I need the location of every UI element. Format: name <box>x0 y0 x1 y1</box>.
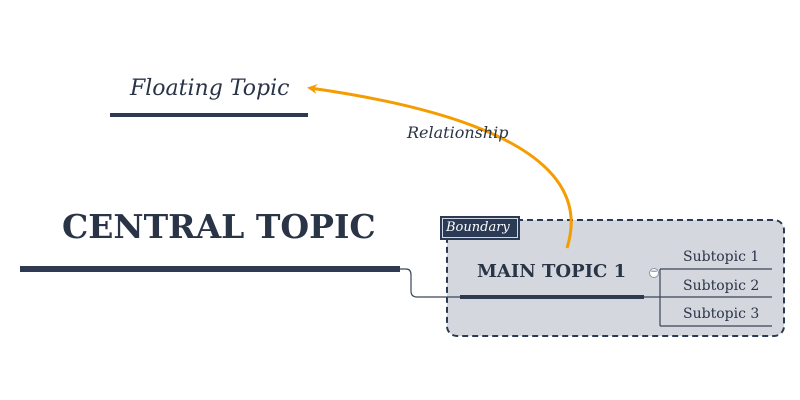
central-topic-underline <box>20 266 400 272</box>
boundary-label: Boundary <box>442 218 518 238</box>
floating-topic-underline <box>110 113 308 117</box>
subtopic-2-label[interactable]: Subtopic 2 <box>683 278 760 294</box>
central-to-main-connector <box>400 268 460 298</box>
main-topic-label[interactable]: MAIN TOPIC 1 <box>477 261 627 282</box>
main-topic-underline <box>460 295 644 299</box>
collapse-toggle-icon[interactable]: − <box>649 267 659 278</box>
central-topic-label[interactable]: CENTRAL TOPIC <box>62 207 376 246</box>
boundary-region[interactable] <box>446 219 785 337</box>
subtopic-1-label[interactable]: Subtopic 1 <box>683 249 760 265</box>
relationship-arrow[interactable] <box>307 84 573 249</box>
relationship-label[interactable]: Relationship <box>407 123 509 142</box>
boundary-tag[interactable]: Boundary <box>440 216 520 240</box>
floating-topic-label[interactable]: Floating Topic <box>130 76 290 101</box>
subtopic-3-label[interactable]: Subtopic 3 <box>683 306 760 322</box>
